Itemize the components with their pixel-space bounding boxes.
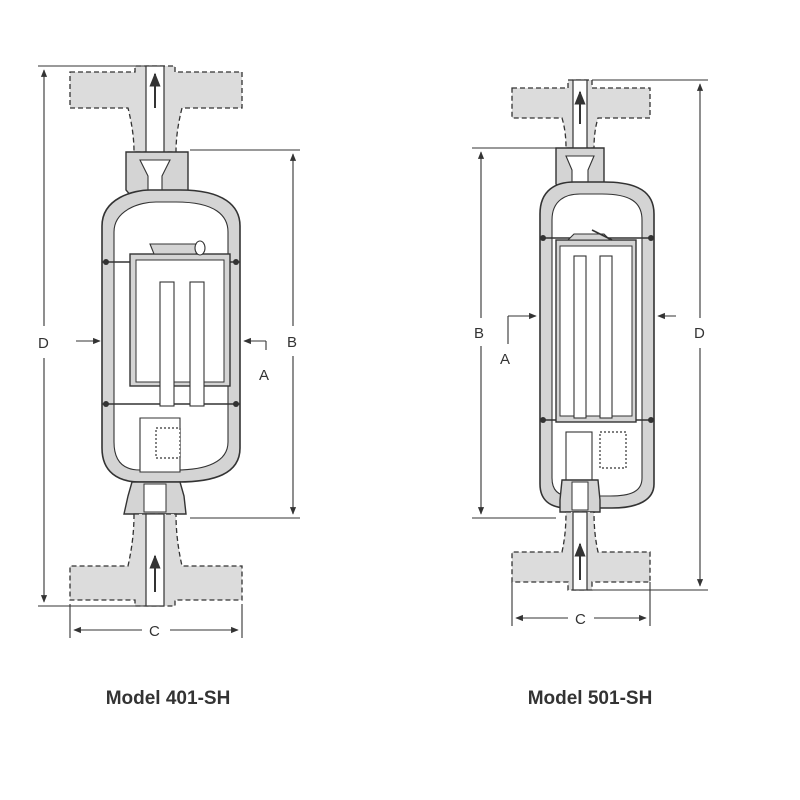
model-501-dimensions [472, 79, 708, 626]
model-501-dim-b-label: B [474, 325, 484, 342]
model-501-dim-c-label: C [575, 611, 586, 628]
model-501-drawing [511, 79, 655, 591]
model-401-caption: Model 401-SH [105, 688, 231, 709]
model-501-filter [599, 431, 627, 469]
model-501-caption: Model 501-SH [527, 688, 653, 709]
model-401-dim-d-label: D [38, 335, 49, 352]
model-501-dim-d-label: D [694, 325, 705, 342]
model-501-dim-a-label: A [500, 351, 510, 368]
model-401-dim-c-label: C [149, 623, 160, 640]
model-401-dim-b-label: B [287, 334, 297, 351]
model-401-dim-a-label: A [259, 367, 269, 384]
model-401-drawing [69, 65, 243, 607]
model-401-filter [155, 427, 181, 459]
model-401-dimensions [38, 65, 300, 638]
